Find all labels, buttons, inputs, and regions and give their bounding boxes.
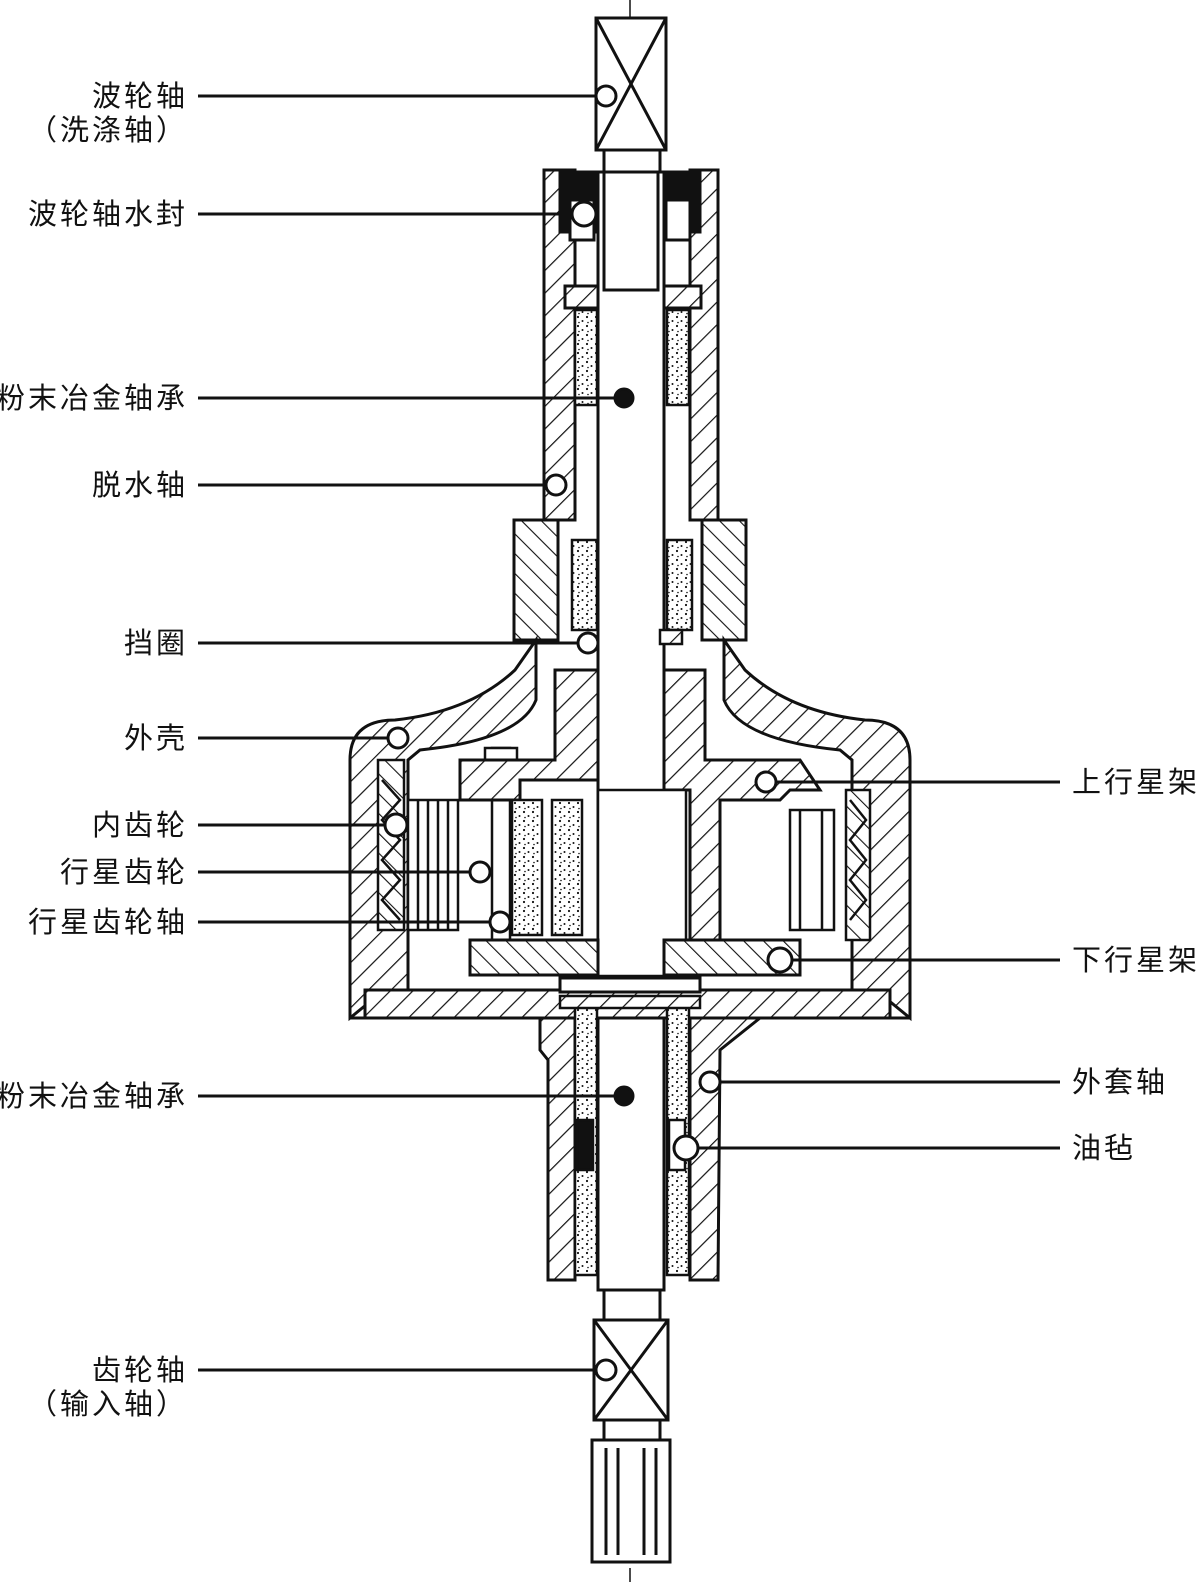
inner-shaft (596, 170, 666, 1292)
label-upper-planet-carrier: 上行星架 (1072, 765, 1201, 799)
label-pm-bearing-lower: 粉末冶金轴承 (0, 1079, 188, 1113)
label-spin-shaft: 脱水轴 (91, 468, 188, 502)
label-impeller-shaft: 波轮轴 （洗涤轴） (28, 79, 188, 147)
leader-lines (198, 84, 1060, 1382)
retaining-ring-shape (658, 628, 684, 646)
label-planet-gear: 行星齿轮 (59, 855, 188, 889)
upper-bearing (570, 308, 694, 632)
label-impeller-shaft-text: 波轮轴 (91, 79, 188, 113)
label-pm-bearing-upper: 粉末冶金轴承 (0, 381, 188, 415)
label-planet-gear-shaft: 行星齿轮轴 (27, 905, 188, 939)
label-gear-shaft-sub: （输入轴） (27, 1387, 188, 1421)
label-oil-felt: 油毡 (1072, 1131, 1137, 1165)
label-inner-gear: 内齿轮 (91, 808, 188, 842)
gear-shaft-head (590, 1288, 672, 1564)
label-lower-planet-carrier: 下行星架 (1072, 943, 1201, 977)
label-gear-shaft-text: 齿轮轴 (91, 1353, 188, 1387)
inner-gear-ring (376, 758, 872, 942)
label-retaining-ring: 挡圈 (123, 626, 188, 660)
sun-gear (510, 788, 688, 978)
label-gear-shaft: 齿轮轴 （输入轴） (28, 1353, 188, 1421)
label-impeller-shaft-sub: （洗涤轴） (27, 113, 188, 147)
planet-gear-shape (406, 798, 836, 932)
label-impeller-shaft-seal: 波轮轴水封 (27, 197, 188, 231)
label-housing: 外壳 (123, 721, 188, 755)
label-outer-sleeve-shaft: 外套轴 (1072, 1065, 1169, 1099)
